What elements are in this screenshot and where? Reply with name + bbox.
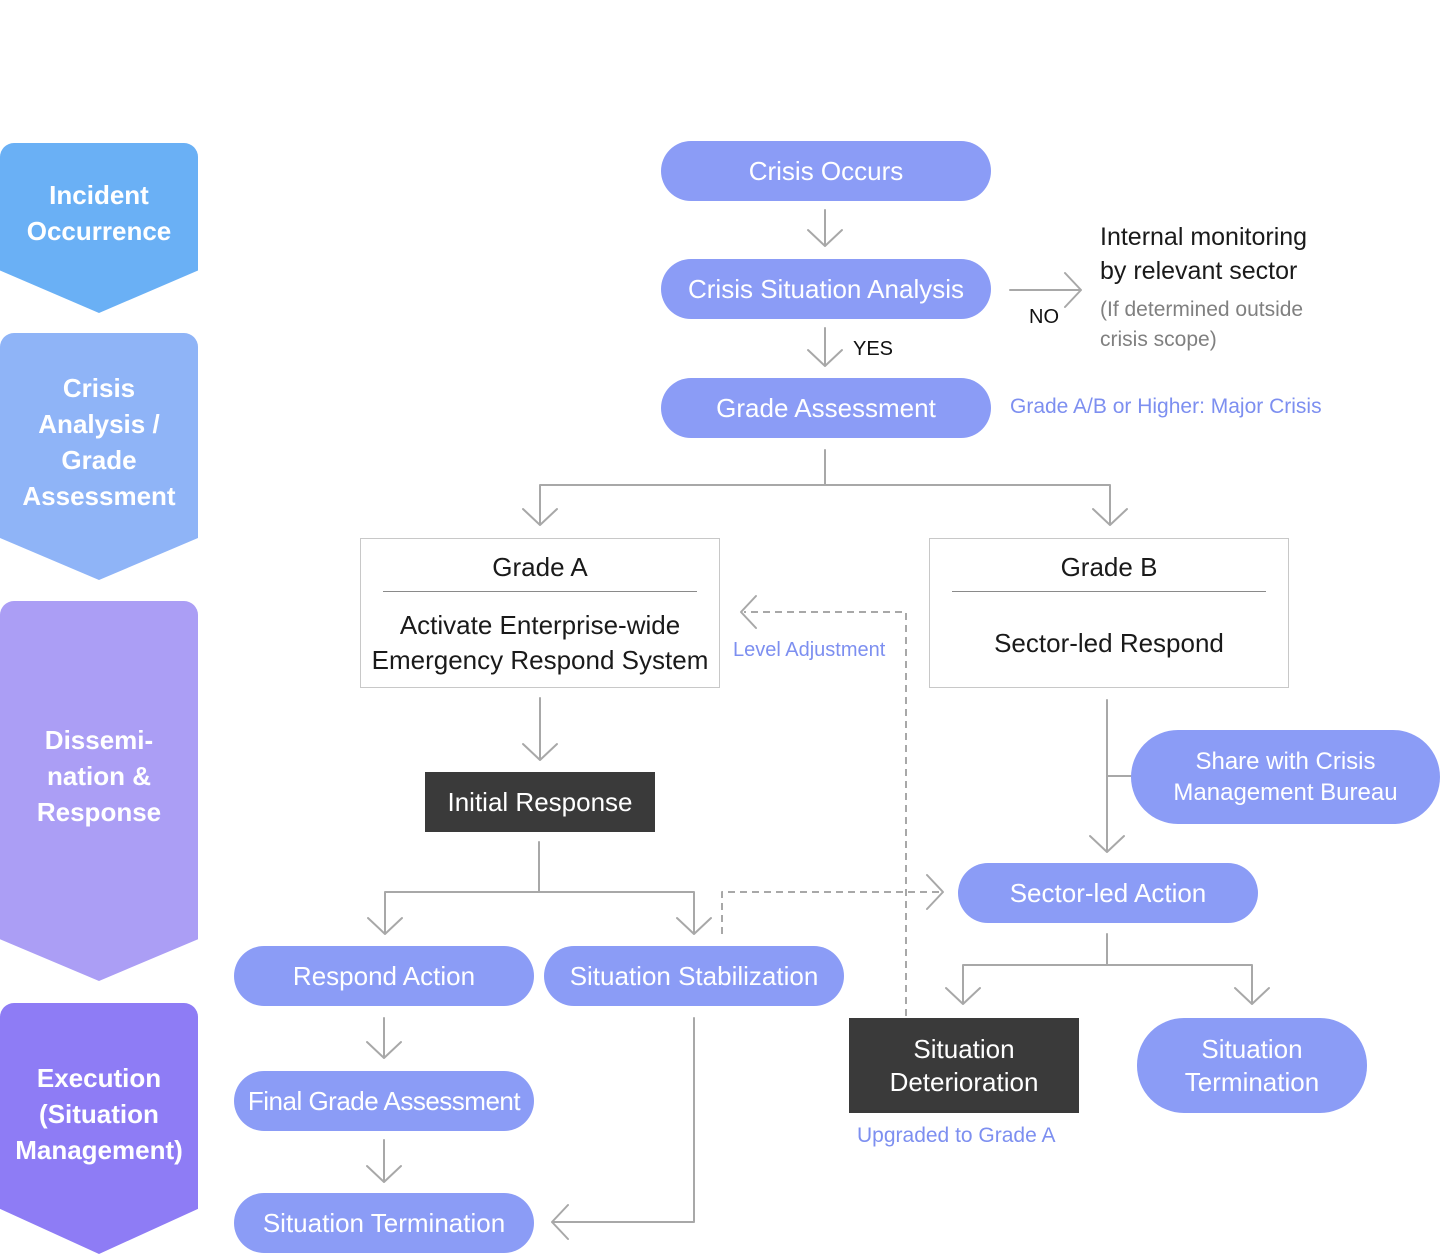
dashed-stabilization-to-sector bbox=[721, 891, 941, 934]
node-situation-stabilization: Situation Stabilization bbox=[544, 946, 844, 1006]
arrow-gradeA-to-initial bbox=[522, 697, 558, 761]
arrow-analysis-no bbox=[1009, 272, 1082, 308]
arrowhead-to-sector-action bbox=[926, 874, 944, 910]
note-major-crisis: Grade A/B or Higher: Major Crisis bbox=[1010, 395, 1322, 418]
stage-dissemination-response: Dissemi-nation &Response bbox=[0, 601, 198, 981]
branch-initial-split bbox=[367, 841, 712, 935]
node-crisis-occurs: Crisis Occurs bbox=[661, 141, 991, 201]
node-situation-termination-right: Situation Termination bbox=[1137, 1018, 1367, 1113]
arrowhead-to-gradeA bbox=[740, 595, 757, 629]
node-sector-led-action: Sector-led Action bbox=[958, 863, 1258, 923]
node-final-grade-assessment: Final Grade Assessment bbox=[234, 1071, 534, 1131]
box-grade-a: Grade A Activate Enterprise-wide Emergen… bbox=[360, 538, 720, 688]
grade-b-description: Sector-led Respond bbox=[994, 627, 1224, 658]
grade-b-divider bbox=[952, 591, 1266, 592]
grade-a-description: Activate Enterprise-wide Emergency Respo… bbox=[371, 610, 709, 675]
box-grade-b: Grade B Sector-led Respond bbox=[929, 538, 1289, 688]
note-upgraded-grade-a: Upgraded to Grade A bbox=[857, 1124, 1056, 1147]
node-situation-deterioration: Situation Deterioration bbox=[849, 1018, 1079, 1113]
node-share-bureau: Share with Crisis Management Bureau bbox=[1131, 730, 1440, 824]
note-internal-monitoring: Internal monitoring by relevant sector bbox=[1100, 223, 1308, 285]
arrow-respond-to-final bbox=[366, 1017, 402, 1059]
node-respond-action: Respond Action bbox=[234, 946, 534, 1006]
node-situation-termination-left: Situation Termination bbox=[234, 1193, 534, 1253]
arrow-stabilization-to-termination bbox=[551, 1017, 695, 1240]
label-no: NO bbox=[1029, 306, 1059, 328]
arrow-analysis-yes bbox=[807, 327, 843, 367]
branch-grade-split bbox=[522, 449, 1128, 526]
dashed-level-adjustment bbox=[744, 611, 907, 1016]
node-initial-response: Initial Response bbox=[425, 772, 655, 832]
branch-sector-split bbox=[945, 933, 1270, 1005]
note-level-adjustment: Level Adjustment bbox=[733, 639, 886, 661]
grade-a-divider bbox=[383, 591, 697, 592]
grade-b-title: Grade B bbox=[1060, 552, 1158, 582]
grade-a-title: Grade A bbox=[492, 552, 588, 582]
note-outside-scope: (If determined outside crisis scope) bbox=[1100, 298, 1304, 351]
arrow-gradeB-to-sector-action bbox=[1089, 699, 1133, 853]
node-grade-assessment: Grade Assessment bbox=[661, 378, 991, 438]
arrow-occurs-to-analysis bbox=[807, 209, 843, 247]
label-yes: YES bbox=[853, 338, 894, 360]
arrow-final-to-termination bbox=[366, 1139, 402, 1183]
node-crisis-situation-analysis: Crisis Situation Analysis bbox=[661, 259, 991, 319]
